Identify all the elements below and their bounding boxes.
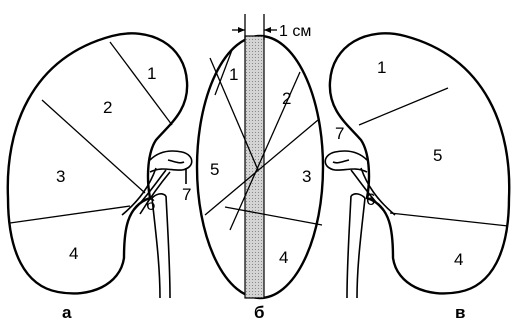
left-kidney: 1 2 3 4 6 7 а <box>8 33 192 320</box>
right-seg-4: 4 <box>454 250 463 269</box>
middle-kidney: 1 см 1 2 5 3 4 б <box>197 14 323 320</box>
left-seg-6: 6 <box>146 195 155 214</box>
mid-seg-2: 2 <box>282 89 291 108</box>
left-seg-2: 2 <box>103 98 112 117</box>
mid-seg-4: 4 <box>279 248 288 267</box>
left-seg-1: 1 <box>147 64 156 83</box>
scale-label: 1 см <box>279 23 311 40</box>
right-seg-7: 7 <box>335 124 344 143</box>
caption-b: б <box>254 303 265 320</box>
left-seg-7: 7 <box>182 185 191 204</box>
right-seg-5: 5 <box>433 146 442 165</box>
mid-seg-1: 1 <box>229 65 238 84</box>
right-seg-6: 6 <box>366 190 375 209</box>
right-seg-1: 1 <box>377 58 386 77</box>
mid-seg-5: 5 <box>210 160 219 179</box>
left-kidney-outline <box>8 33 187 293</box>
left-seg-3: 3 <box>56 167 65 186</box>
caption-c: в <box>455 303 465 320</box>
mid-seg-3: 3 <box>302 167 311 186</box>
scale-bar: 1 см <box>232 14 311 40</box>
caption-a: а <box>62 303 72 320</box>
left-seg-4: 4 <box>69 244 78 263</box>
right-kidney: 1 5 7 6 4 в <box>325 33 509 320</box>
right-kidney-outline <box>330 33 509 293</box>
